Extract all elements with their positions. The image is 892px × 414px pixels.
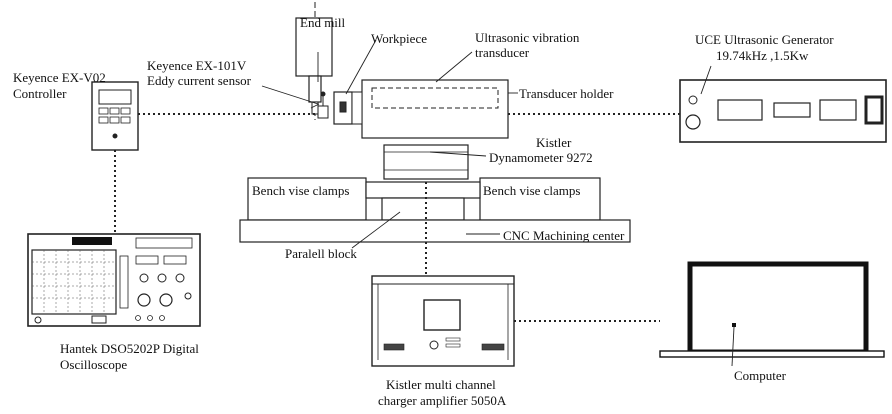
transducer-label-line1: Ultrasonic vibration — [475, 30, 580, 45]
charge-amplifier — [371, 275, 515, 367]
amplifier-label-line1: Kistler multi channel — [386, 377, 496, 392]
leader-lines — [261, 39, 735, 367]
parallel-block-label: Paralell block — [285, 246, 357, 261]
bench-vise-left-label: Bench vise clamps — [252, 183, 350, 198]
dynamometer-label-line1: Kistler — [536, 135, 572, 150]
controller-label-line1: Keyence EX-V02 — [13, 70, 106, 85]
cnc-table — [239, 219, 631, 243]
dynamometer-label-line2: Dynamometer 9272 — [489, 150, 593, 165]
transducer-holder-label: Transducer holder — [519, 86, 614, 101]
end-mill-label: End mill — [300, 15, 346, 30]
generator-label-line1: UCE Ultrasonic Generator — [695, 32, 834, 47]
controller-label-line2: Controller — [13, 86, 67, 101]
keyence-controller — [91, 81, 139, 151]
sensor-label-line1: Keyence EX-101V — [147, 58, 247, 73]
cnc-label: CNC Machining center — [503, 228, 625, 243]
dynamometer — [383, 144, 469, 180]
oscilloscope — [27, 233, 201, 327]
transducer-label-line2: transducer — [475, 45, 530, 60]
laptop-computer — [659, 261, 885, 358]
transducer-holder — [351, 79, 509, 139]
workpiece-label: Workpiece — [371, 31, 427, 46]
amplifier-label-line2: charger amplifier 5050A — [378, 393, 507, 408]
generator-label-line2: 19.74kHz ,1.5Kw — [716, 48, 809, 63]
bench-vise-right-label: Bench vise clamps — [483, 183, 581, 198]
sensor-label-line2: Eddy current sensor — [147, 73, 251, 88]
workpiece — [333, 91, 353, 125]
ultrasonic-generator — [679, 79, 887, 143]
eddy-current-sensor — [317, 91, 329, 119]
bench-vise — [247, 177, 601, 221]
signal-connections — [114, 113, 680, 322]
oscilloscope-label-line2: Oscilloscope — [60, 357, 128, 372]
oscilloscope-label-line1: Hantek DSO5202P Digital — [60, 341, 199, 356]
end-mill — [295, 2, 333, 120]
computer-label: Computer — [734, 368, 786, 383]
